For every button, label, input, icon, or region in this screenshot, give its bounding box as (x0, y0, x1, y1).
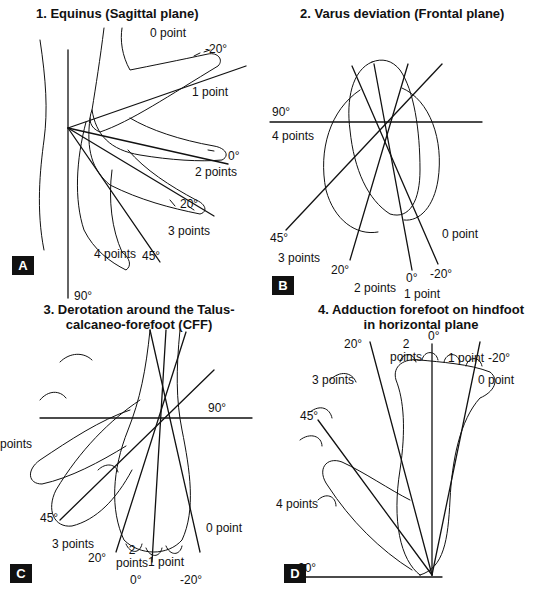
adduction-sketch (300, 353, 495, 576)
angle-score-label: 4 points (272, 130, 314, 143)
panel-letter-text: B (278, 278, 287, 293)
angle-score-label: 90° (298, 562, 316, 575)
angle-score-label: 0° (428, 330, 439, 343)
angle-score-label: -20° (488, 352, 510, 365)
angle-score-label: 90° (74, 290, 92, 303)
angle-score-label: 45° (270, 232, 288, 245)
angle-score-label: 3 points (312, 374, 354, 387)
angle-score-label: 0 point (442, 228, 478, 241)
derotation-sketch (30, 330, 190, 556)
panel-title: 3. Derotation around the Talus- calcaneo… (24, 302, 254, 332)
angle-score-label: 2 points (386, 338, 426, 364)
derotation-angle-lines (40, 330, 252, 562)
angle-score-label: 2 points (112, 544, 152, 570)
angle-score-label: 1 point (192, 86, 228, 99)
equinus-angle-lines (68, 50, 246, 298)
angle-score-label: 2 points (354, 282, 396, 295)
panel-title: 4. Adduction forefoot on hindfoot in hor… (316, 302, 526, 332)
angle-score-label: 20° (88, 552, 106, 565)
angle-score-label: 1 point (148, 556, 184, 569)
angle-score-label: 0 point (478, 374, 514, 387)
angle-score-label: 0 point (206, 522, 242, 535)
angle-score-label: 90° (272, 106, 290, 119)
angle-score-label: 0° (228, 150, 239, 163)
angle-score-label: 0° (406, 272, 417, 285)
angle-score-label: 3 points (52, 538, 94, 551)
angle-score-label: points (0, 438, 32, 451)
angle-score-label: 0° (130, 574, 141, 587)
angle-score-label: 20° (180, 198, 198, 211)
angle-score-label: 1 point (448, 352, 484, 365)
varus-angle-lines (270, 64, 482, 270)
angle-score-label: 45° (142, 250, 160, 263)
angle-score-label: 4 points (94, 248, 136, 261)
panel-letter: B (272, 276, 294, 295)
panel-letter: A (12, 256, 34, 275)
angle-score-label: 20° (331, 264, 349, 277)
angle-score-label: 3 points (278, 252, 320, 265)
angle-score-label: -20° (430, 268, 452, 281)
angle-score-label: 2 points (195, 166, 237, 179)
angle-score-label: -20° (180, 574, 202, 587)
panel-title: 1. Equinus (Sagittal plane) (36, 6, 199, 21)
panel-letter-text: C (16, 566, 25, 581)
angle-score-label: 20° (344, 338, 362, 351)
angle-score-label: 90° (208, 402, 226, 415)
angle-score-label: -20° (205, 43, 227, 56)
angle-score-label: 45° (40, 512, 58, 525)
panel-letter: C (10, 564, 32, 583)
adduction-angle-lines (300, 342, 480, 577)
panel-title: 2. Varus deviation (Frontal plane) (300, 6, 504, 21)
angle-score-label: 0 point (150, 27, 186, 40)
angle-score-label: 4 points (276, 498, 318, 511)
panel-letter-text: A (18, 258, 27, 273)
angle-score-label: 3 points (168, 225, 210, 238)
angle-score-label: 45° (300, 410, 318, 423)
angle-score-label: 1 point (404, 288, 440, 301)
